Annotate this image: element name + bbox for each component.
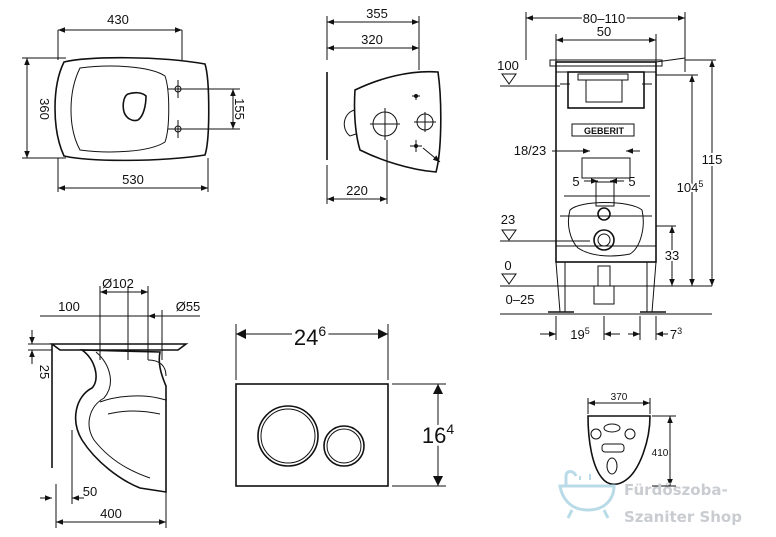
top-view: 430 530 360 155 xyxy=(22,12,247,192)
dim-25: 25 xyxy=(37,365,52,379)
dim-18-23: 18/23 xyxy=(514,143,547,158)
bowl-outline xyxy=(54,56,210,162)
dim-220: 220 xyxy=(346,183,368,198)
dim-400: 400 xyxy=(100,506,122,521)
dim-50-section: 50 xyxy=(83,484,97,499)
brand-label: GEBERIT xyxy=(584,126,625,136)
dim-320: 320 xyxy=(361,32,383,47)
dim-0: 0 xyxy=(504,258,511,273)
bowl-inner xyxy=(70,65,170,153)
seat-hole xyxy=(122,91,147,122)
flush-plate xyxy=(235,383,389,487)
side-view: 355 320 220 xyxy=(326,6,442,204)
dim-115: 115 xyxy=(702,152,723,167)
dim-19-5: 195 xyxy=(570,326,589,342)
side-body xyxy=(353,70,442,173)
dim-530: 530 xyxy=(122,172,144,187)
dim-100-frame: 100 xyxy=(497,58,519,73)
bathtub-logo-icon xyxy=(558,470,616,519)
dim-155: 155 xyxy=(232,98,247,120)
dim-80-110: 80–110 xyxy=(583,11,625,26)
dim-370: 370 xyxy=(611,392,628,403)
dim-355: 355 xyxy=(366,6,388,21)
dim-plate-width: 246 xyxy=(294,323,326,350)
dim-50-top: 50 xyxy=(597,24,611,39)
dim-33: 33 xyxy=(665,248,679,263)
dim-100-section: 100 xyxy=(58,299,80,314)
shop-watermark: Fürdőszoba- Szaniter Shop xyxy=(558,470,742,526)
frame-view: GEBERIT 80–110 50 100 18/23 xyxy=(497,9,724,342)
section-body xyxy=(74,349,167,493)
frame-outline xyxy=(555,61,657,263)
dim-360: 360 xyxy=(37,98,52,120)
dim-plate-height: 164 xyxy=(422,421,454,448)
dim-104: 1045 xyxy=(677,179,704,195)
section-view: Ø102 Ø55 100 25 50 400 xyxy=(28,276,200,528)
dim-d102: Ø102 xyxy=(102,276,134,291)
dim-0-25: 0–25 xyxy=(506,292,535,307)
dim-d55: Ø55 xyxy=(176,299,201,314)
dim-5-right: 5 xyxy=(628,174,635,189)
small-bowl xyxy=(587,415,651,486)
flush-button-large xyxy=(257,405,319,467)
flush-button-small xyxy=(323,425,365,467)
flush-plate-view: 246 164 xyxy=(235,320,457,487)
dim-7-3: 73 xyxy=(670,326,682,342)
small-bowl-view: 370 410 xyxy=(587,392,676,487)
watermark-line1: Fürdőszoba- xyxy=(624,481,728,499)
watermark-line2: Szaniter Shop xyxy=(624,508,742,526)
dim-430: 430 xyxy=(107,12,129,27)
dim-23: 23 xyxy=(501,212,515,227)
dim-5-left: 5 xyxy=(572,174,579,189)
dim-410: 410 xyxy=(652,448,669,459)
